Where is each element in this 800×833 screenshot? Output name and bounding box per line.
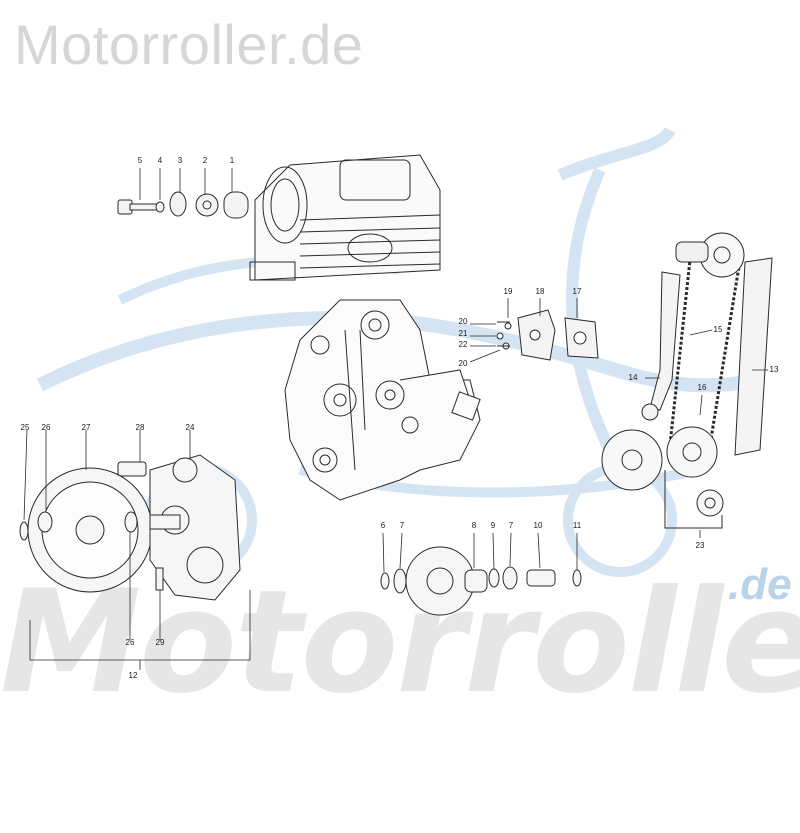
part-label-9: 9 [491, 521, 496, 530]
cylinder-head [249, 154, 441, 281]
oil-pump-assembly [19, 454, 241, 601]
crankcase [284, 299, 481, 501]
part-label-7: 7 [509, 521, 514, 530]
timing-chain-assembly [601, 232, 773, 529]
part-label-7: 7 [400, 521, 405, 530]
part-label-6: 6 [381, 521, 386, 530]
part-label-15: 15 [714, 325, 723, 334]
part-label-21: 21 [459, 329, 468, 338]
part-label-16: 16 [698, 383, 707, 392]
part-label-19: 19 [504, 287, 513, 296]
part-label-2: 2 [203, 156, 208, 165]
watermark-domain: .de [728, 560, 792, 609]
part-label-29: 29 [156, 638, 165, 647]
part-label-26: 26 [42, 423, 51, 432]
part-label-27: 27 [82, 423, 91, 432]
part-label-20: 20 [459, 317, 468, 326]
part-label-8: 8 [472, 521, 477, 530]
part-label-18: 18 [536, 287, 545, 296]
part-label-10: 10 [534, 521, 543, 530]
leader-lines [23, 168, 768, 670]
part-label-23: 23 [696, 541, 705, 550]
primary-gear-parts [380, 546, 582, 616]
part-label-4: 4 [158, 156, 163, 165]
part-label-22: 22 [459, 340, 468, 349]
part-label-24: 24 [186, 423, 195, 432]
part-label-20: 20 [459, 359, 468, 368]
part-label-13: 13 [770, 365, 779, 374]
part-label-28: 28 [136, 423, 145, 432]
watermark-top: Motorroller.de [14, 13, 364, 76]
part-label-14: 14 [629, 373, 638, 382]
camshaft-parts-row [117, 191, 249, 219]
part-label-26: 26 [126, 638, 135, 647]
part-label-11: 11 [573, 521, 582, 530]
part-label-12: 12 [129, 671, 138, 680]
part-label-3: 3 [178, 156, 183, 165]
part-label-17: 17 [573, 287, 582, 296]
part-label-25: 25 [21, 423, 30, 432]
part-label-5: 5 [138, 156, 143, 165]
part-label-1: 1 [230, 156, 235, 165]
tensioner-parts [496, 309, 599, 361]
